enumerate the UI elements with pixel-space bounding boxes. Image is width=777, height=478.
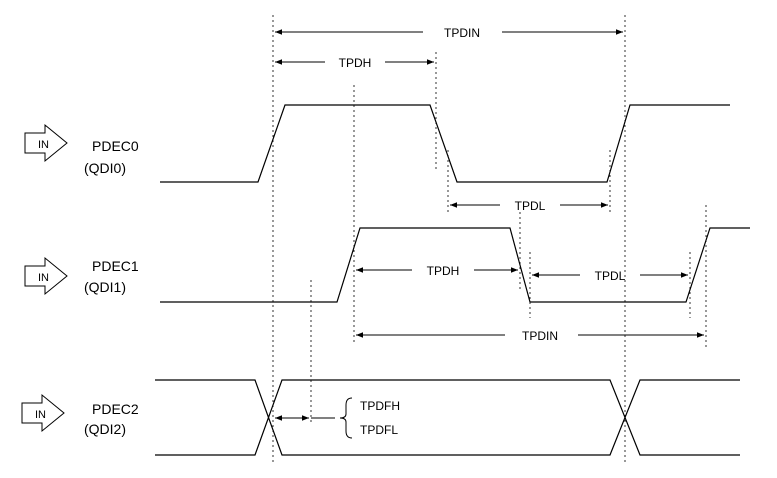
signal-alias: (QDI1) bbox=[84, 279, 126, 295]
signal-name: PDEC0 bbox=[92, 138, 139, 154]
waveform-pdec1 bbox=[160, 227, 750, 303]
waveform-pdec0 bbox=[160, 104, 730, 183]
measure-tpdl-pdec1: TPDL bbox=[532, 269, 688, 283]
signal-alias: (QDI2) bbox=[84, 421, 126, 437]
measure-tpdin-top: TPDIN bbox=[275, 26, 623, 40]
measure-label: TPDFH bbox=[360, 399, 400, 413]
in-arrow-icon: IN bbox=[24, 256, 68, 296]
in-arrow-icon: IN bbox=[21, 393, 65, 433]
signal-name: PDEC2 bbox=[92, 401, 139, 417]
waveform-pdec2 bbox=[155, 379, 740, 456]
guide-lines bbox=[272, 15, 707, 462]
measure-label: TPDL bbox=[595, 269, 626, 283]
measure-tpdin-pdec1: TPDIN bbox=[356, 329, 704, 343]
measure-label: TPDIN bbox=[444, 26, 480, 40]
in-arrow-label: IN bbox=[38, 272, 49, 284]
measure-label: TPDFL bbox=[360, 423, 398, 437]
measure-label: TPDH bbox=[339, 56, 372, 70]
measure-tpdh-pdec0: TPDH bbox=[275, 56, 434, 70]
measure-tpdf: TPDFH TPDFL bbox=[275, 397, 400, 439]
measure-label: TPDH bbox=[427, 264, 460, 278]
in-arrow-icon: IN bbox=[24, 123, 68, 163]
measure-tpdl-pdec0: TPDL bbox=[450, 199, 608, 213]
in-arrow-label: IN bbox=[38, 139, 49, 151]
signal-name: PDEC1 bbox=[92, 258, 139, 274]
measure-label: TPDL bbox=[515, 199, 546, 213]
brace bbox=[339, 397, 353, 439]
in-arrow-label: IN bbox=[35, 409, 46, 421]
signal-alias: (QDI0) bbox=[84, 160, 126, 176]
measure-tpdh-pdec1: TPDH bbox=[356, 264, 518, 278]
measure-label: TPDIN bbox=[522, 329, 558, 343]
